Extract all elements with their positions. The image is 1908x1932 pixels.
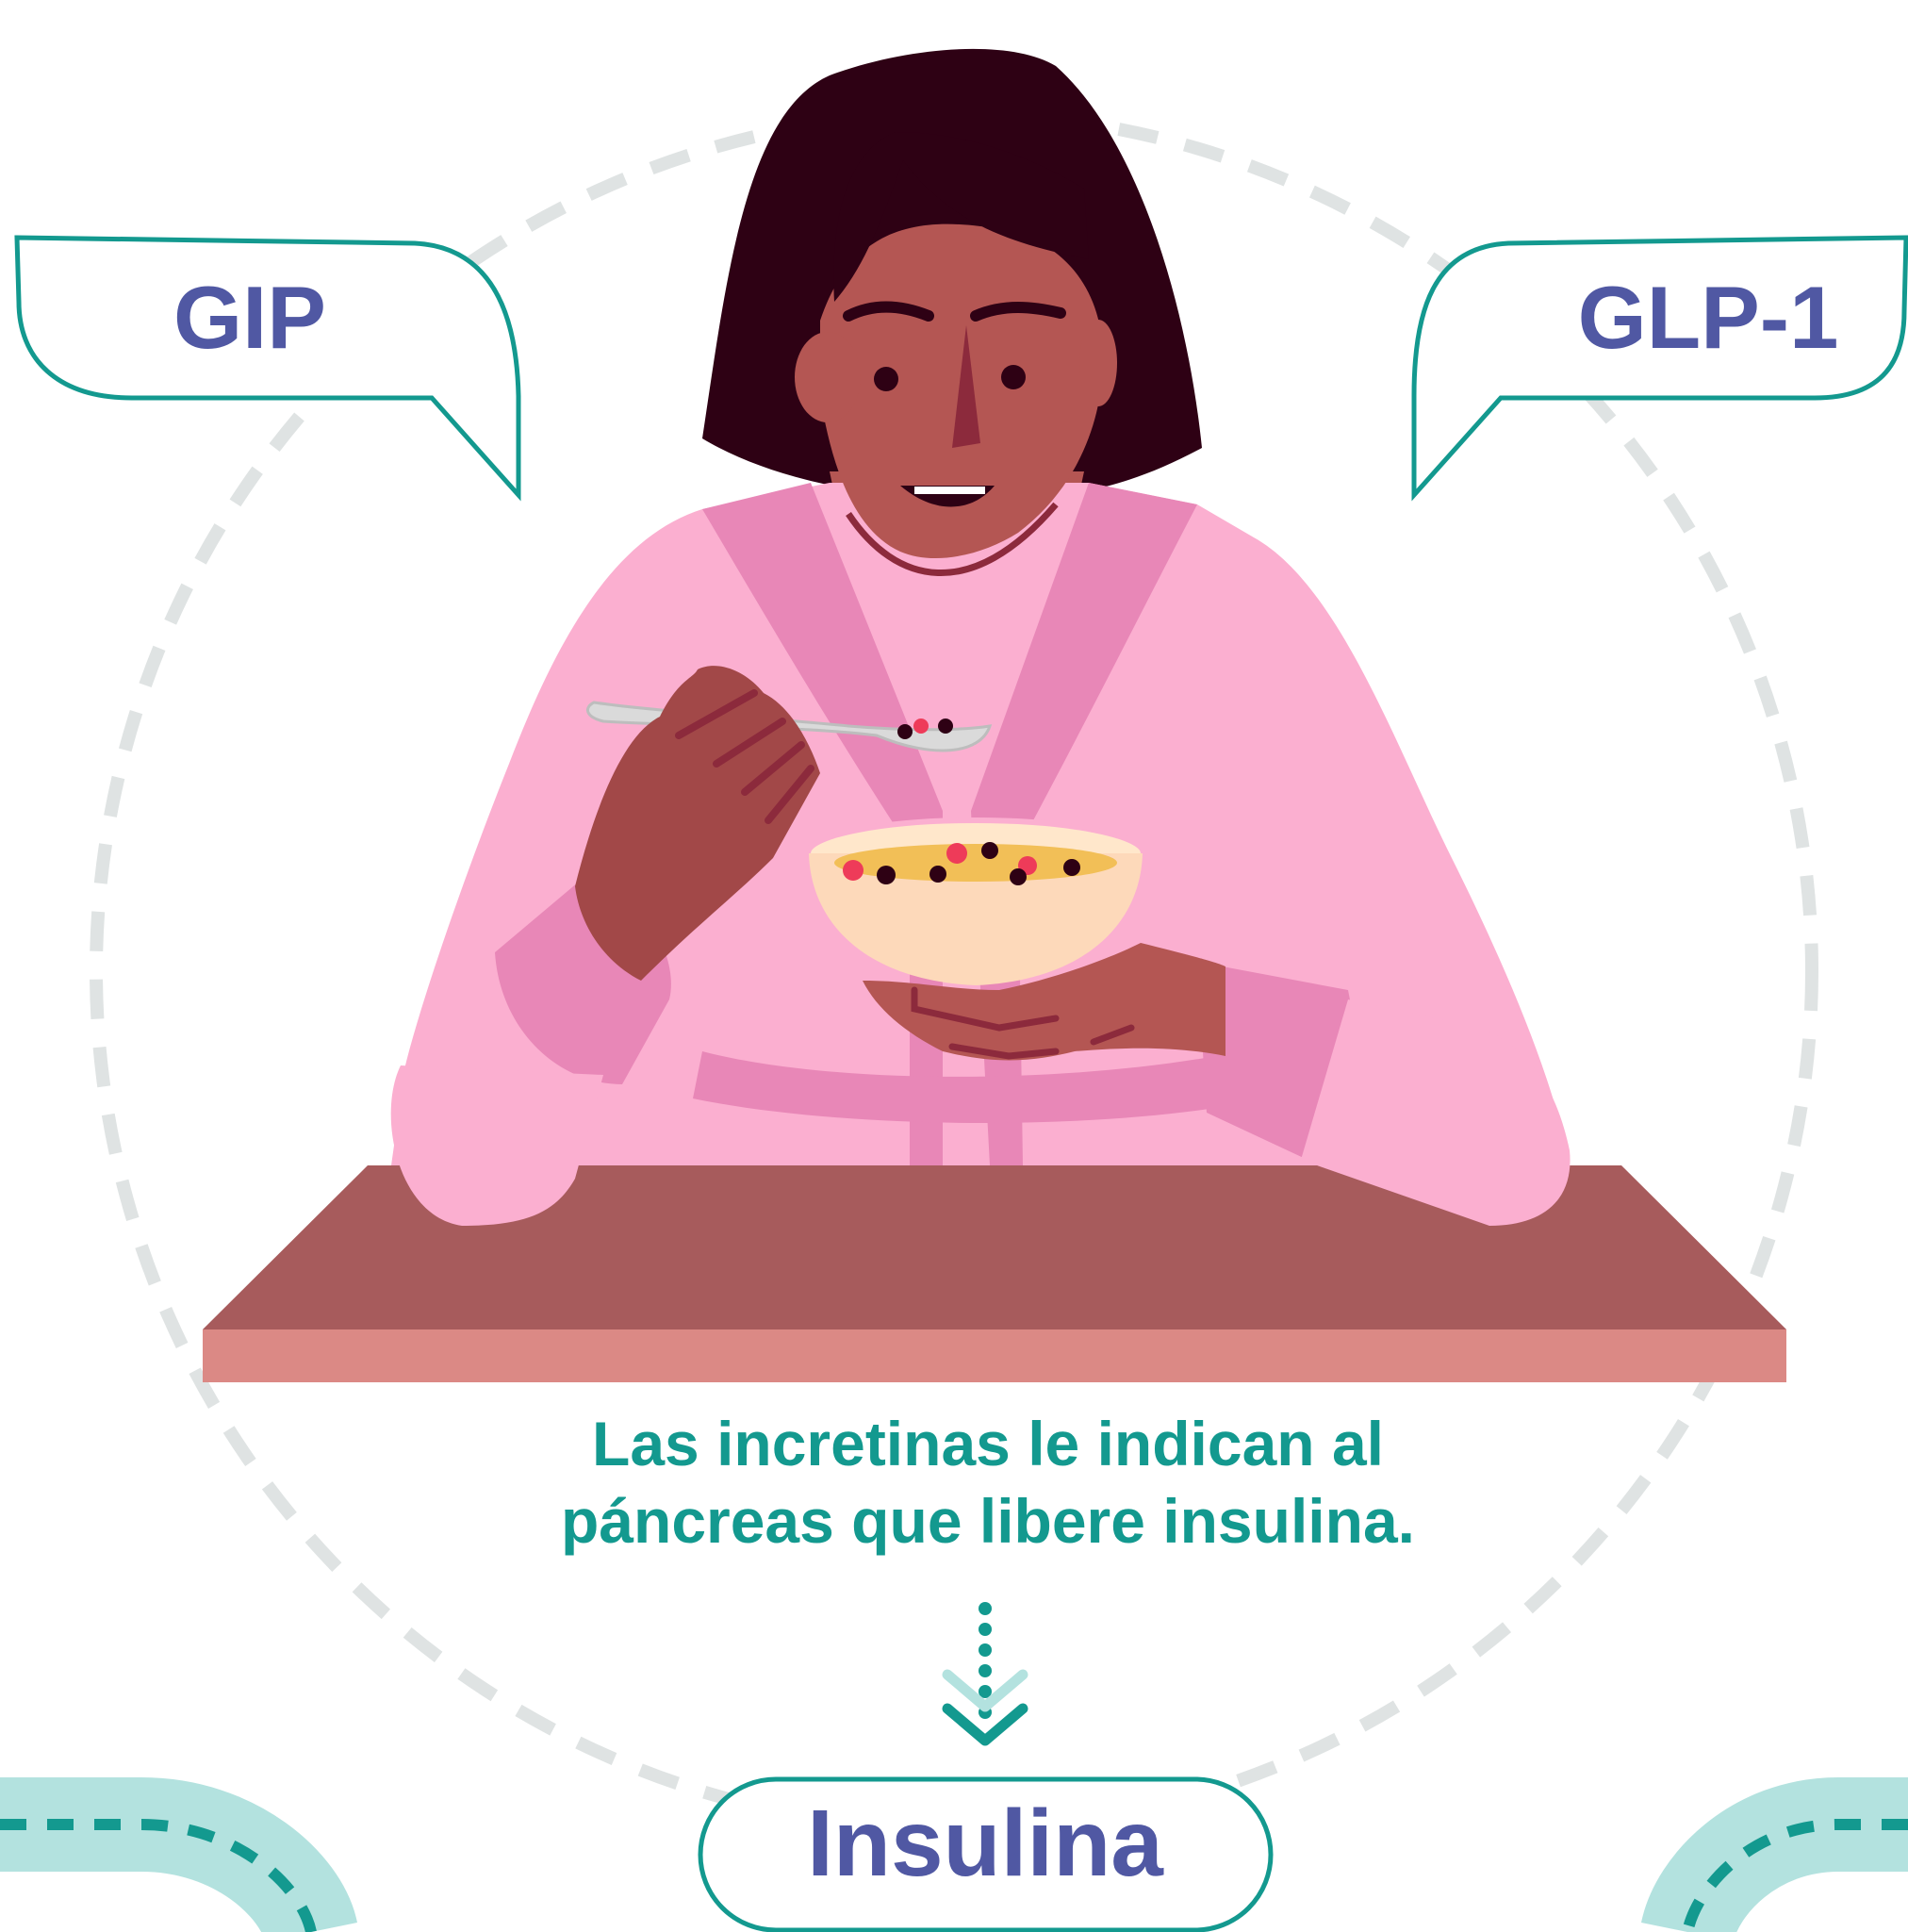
insulin-label: Insulina xyxy=(807,1791,1163,1896)
left-tube-icon xyxy=(0,1777,357,1932)
caption: Las incretinas le indican al páncreas qu… xyxy=(388,1405,1587,1560)
cereal-icon xyxy=(834,842,1117,885)
glp1-label: GLP-1 xyxy=(1577,268,1839,367)
caption-line-1: Las incretinas le indican al xyxy=(592,1409,1384,1478)
table-top xyxy=(203,1165,1786,1329)
table-edge xyxy=(203,1329,1786,1382)
woman-eating-cereal-icon xyxy=(203,48,1786,1382)
glp1-speech-bubble xyxy=(1411,235,1908,502)
gip-label: GIP xyxy=(173,268,326,367)
caption-line-2: páncreas que libere insulina. xyxy=(561,1486,1415,1556)
gip-speech-bubble xyxy=(14,235,521,502)
insulin-pill xyxy=(698,1776,1274,1932)
right-tube-icon xyxy=(1641,1777,1908,1932)
down-arrow-icon xyxy=(942,1602,1028,1746)
